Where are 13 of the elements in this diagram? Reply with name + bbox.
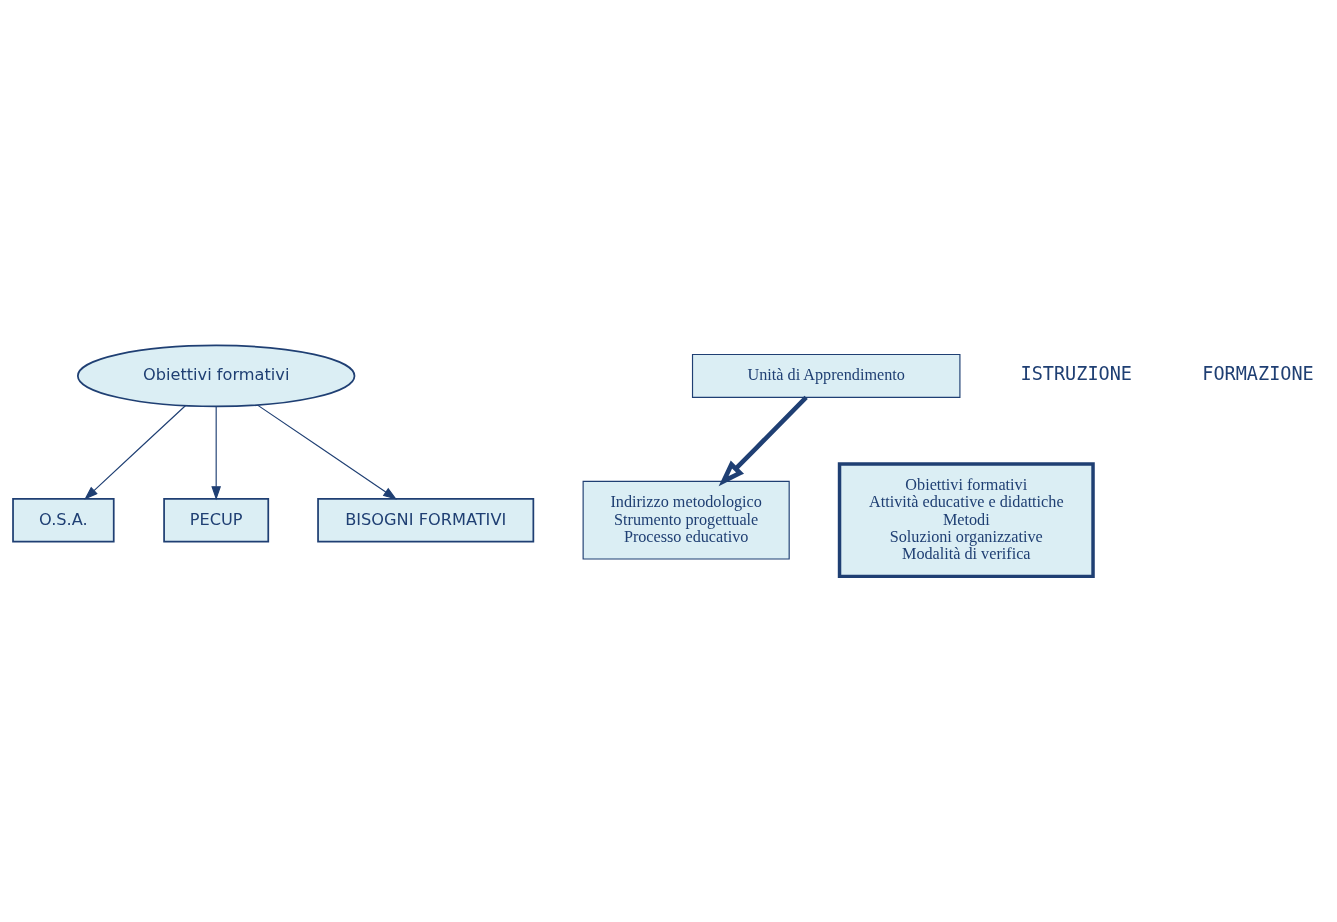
node-box: Unità di Apprendimento [691, 353, 961, 398]
node-ellipse: Obiettivi formativi [76, 344, 356, 408]
arrow [84, 404, 187, 500]
node-box: PECUP [163, 497, 270, 543]
label: ISTRUZIONE [1020, 363, 1132, 385]
arrow [257, 404, 398, 500]
label: FORMAZIONE [1202, 363, 1314, 385]
node-box: O.S.A. [12, 497, 115, 543]
node-box: Obiettivi formativi Attività educative e didattiche Metodi Soluzioni organizzative Modalità di verifica [837, 462, 1095, 579]
arrow [211, 405, 222, 501]
node-box: Indirizzo metodologico Strumento progettuale Processo educativo [582, 480, 790, 560]
arrow [718, 395, 808, 487]
node-box: BISOGNI FORMATIVI [317, 497, 535, 543]
